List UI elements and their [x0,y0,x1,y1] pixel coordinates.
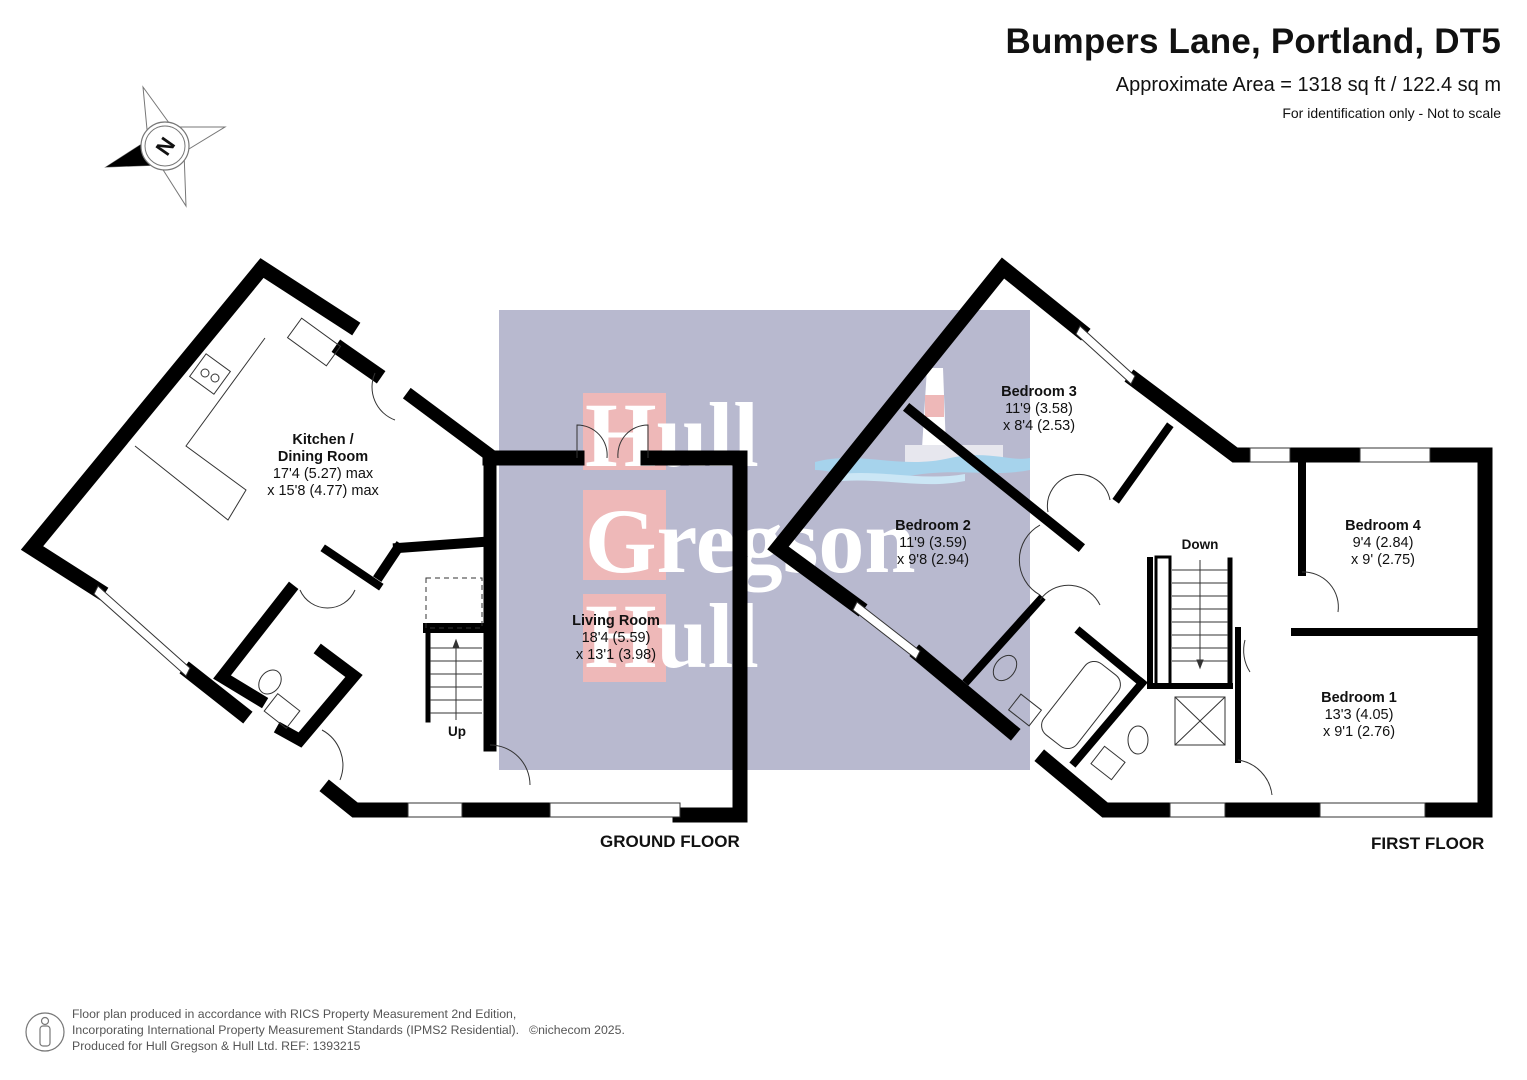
svg-text:Gregson: Gregson [585,490,916,592]
ground-floor-walls [20,258,748,823]
scale-note: For identification only - Not to scale [1282,105,1501,121]
ground-floor-windows [93,585,681,818]
first-floor-label: FIRST FLOOR [1371,834,1485,853]
room-label-bedroom-3: Bedroom 3 11'9 (3.58) x 8'4 (2.53) [1001,384,1077,434]
room-label-bedroom-4: Bedroom 4 9'4 (2.84) x 9' (2.75) [1345,518,1421,568]
plan-title: Bumpers Lane, Portland, DT5 [1005,22,1501,61]
svg-text:Hull: Hull [585,585,759,687]
stairs-up [425,577,483,720]
kitchen-units [134,317,342,521]
room-label-kitchen-dining: Kitchen / Dining Room 17'4 (5.27) max x … [267,432,379,499]
stairs-up-label: Up [448,724,466,739]
first-floor-windows [852,325,1431,818]
copyright: ©nichecom 2025. [529,1023,625,1037]
ground-floor-label: GROUND FLOOR [600,832,740,851]
room-label-bedroom-2: Bedroom 2 11'9 (3.59) x 9'8 (2.94) [895,518,971,568]
room-label-bedroom-1: Bedroom 1 13'3 (4.05) x 9'1 (2.76) [1321,690,1397,740]
approximate-area: Approximate Area = 1318 sq ft / 122.4 sq… [1115,74,1501,96]
footer-disclaimer: Floor plan produced in accordance with R… [72,1007,625,1053]
first-floor-walls [767,257,1493,818]
svg-text:Hull: Hull [585,384,759,486]
room-label-living-room: Living Room 18'4 (5.59) x 13'1 (3.98) [572,613,660,663]
stairs-down [1154,555,1228,687]
bathroom-fittings [258,654,1226,781]
person-scale-icon [25,1012,65,1052]
ground-floor-doors [299,372,649,786]
stairs-down-label: Down [1181,537,1219,552]
compass-north-icon: N [104,85,227,208]
watermark-logo: Hull Gregson Hull [583,368,1030,687]
first-floor-doors [1018,473,1339,796]
